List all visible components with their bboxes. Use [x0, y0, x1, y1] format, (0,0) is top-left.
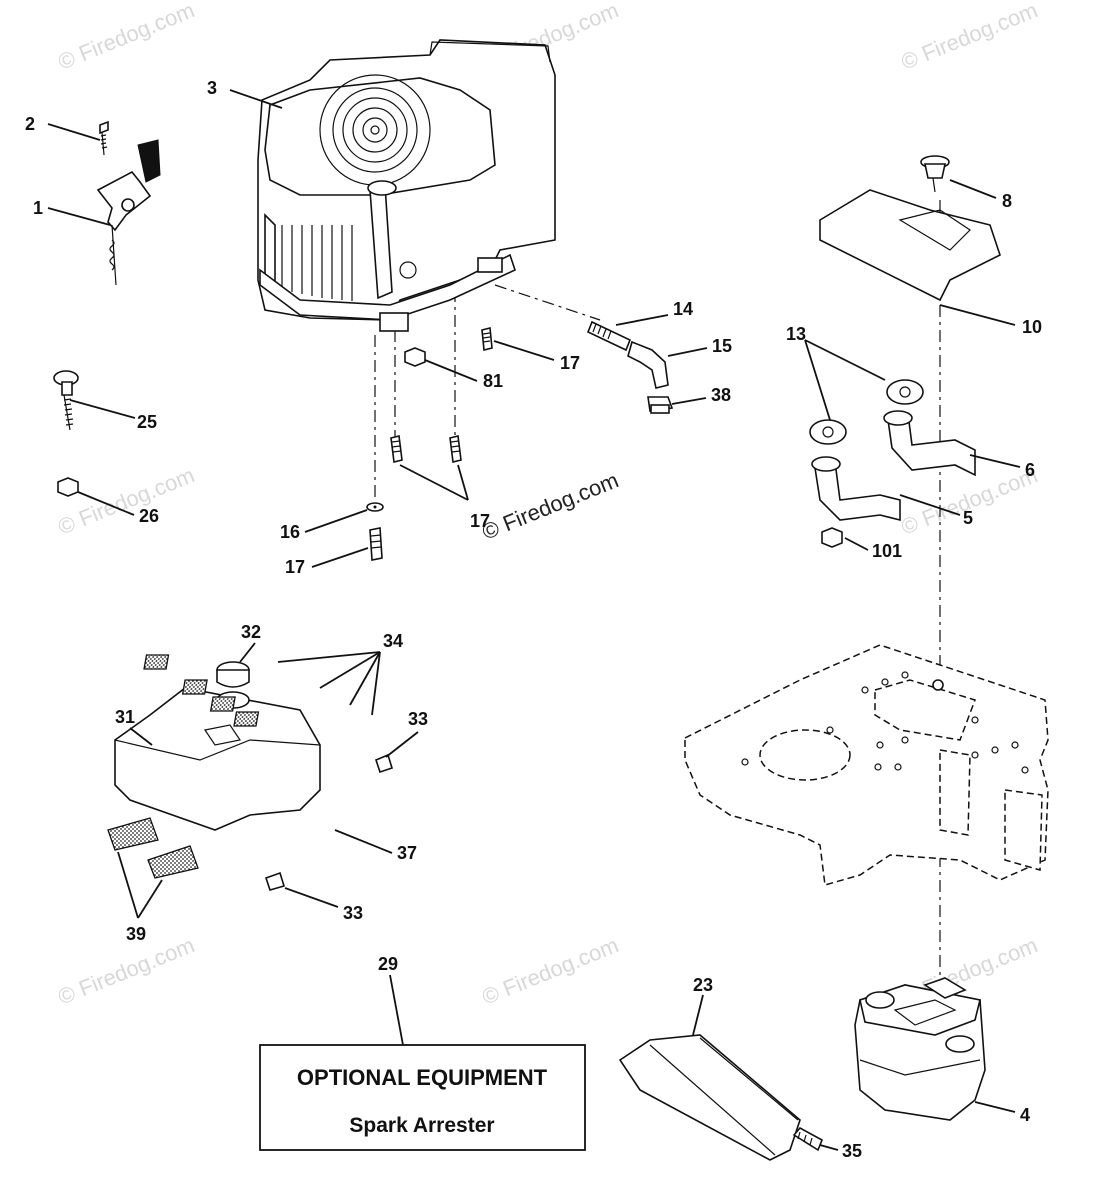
muffler	[854, 977, 986, 1121]
callout-23: 23	[693, 975, 713, 995]
callout-17b: 17	[470, 511, 490, 531]
heat-shield	[819, 155, 1001, 302]
callout-2: 2	[25, 114, 35, 134]
callout-81: 81	[483, 371, 503, 391]
air-cleaner	[107, 654, 321, 879]
watermark: © Firedog.com	[479, 932, 622, 1009]
callout-35: 35	[842, 1141, 862, 1161]
callout-17a: 17	[560, 353, 580, 373]
callout-34: 34	[383, 631, 403, 651]
spark-arrester-subtitle: Spark Arrester	[349, 1114, 494, 1137]
callout-33a: 33	[408, 709, 428, 729]
callout-1: 1	[33, 198, 43, 218]
callout-4: 4	[1020, 1105, 1030, 1125]
throttle-control	[96, 139, 161, 286]
watermark: © Firedog.com	[55, 0, 198, 75]
callout-39: 39	[126, 924, 146, 944]
callout-3: 3	[207, 78, 217, 98]
callout-8: 8	[1002, 191, 1012, 211]
callout-13: 13	[786, 324, 806, 344]
callout-32: 32	[241, 622, 261, 642]
callout-33b: 33	[343, 903, 363, 923]
callout-101: 101	[872, 541, 902, 561]
callout-26: 26	[139, 506, 159, 526]
callout-38: 38	[711, 385, 731, 405]
engine	[257, 39, 556, 332]
callout-15: 15	[712, 336, 732, 356]
leader-lines	[47, 89, 1021, 1151]
callout-6: 6	[1025, 460, 1035, 480]
screw	[99, 120, 109, 156]
frame	[684, 644, 1049, 886]
callout-17c: 17	[285, 557, 305, 577]
callout-5: 5	[963, 508, 973, 528]
stud-and-nut	[53, 370, 79, 497]
optional-equipment-title: OPTIONAL EQUIPMENT	[297, 1065, 548, 1090]
callout-25: 25	[137, 412, 157, 432]
exhaust	[809, 379, 976, 548]
callout-14: 14	[673, 299, 693, 319]
watermark: © Firedog.com	[898, 0, 1041, 75]
callout-29: 29	[378, 954, 398, 974]
callout-16: 16	[280, 522, 300, 542]
drain-fittings	[586, 320, 674, 414]
optional-equipment-box: OPTIONAL EQUIPMENT Spark Arrester	[259, 1044, 586, 1151]
breather-hose	[264, 753, 393, 891]
fasteners-engine	[366, 326, 493, 561]
callout-37: 37	[397, 843, 417, 863]
callout-31: 31	[115, 707, 135, 727]
callout-numbers: 1 2 3 8 10 14 15 38 17 81 17 16 17 25 26…	[25, 78, 1042, 1161]
spark-arrester	[618, 1034, 824, 1161]
callout-10: 10	[1022, 317, 1042, 337]
watermark: © Firedog.com	[55, 462, 198, 539]
center-watermark: © Firedog.com	[479, 467, 622, 544]
